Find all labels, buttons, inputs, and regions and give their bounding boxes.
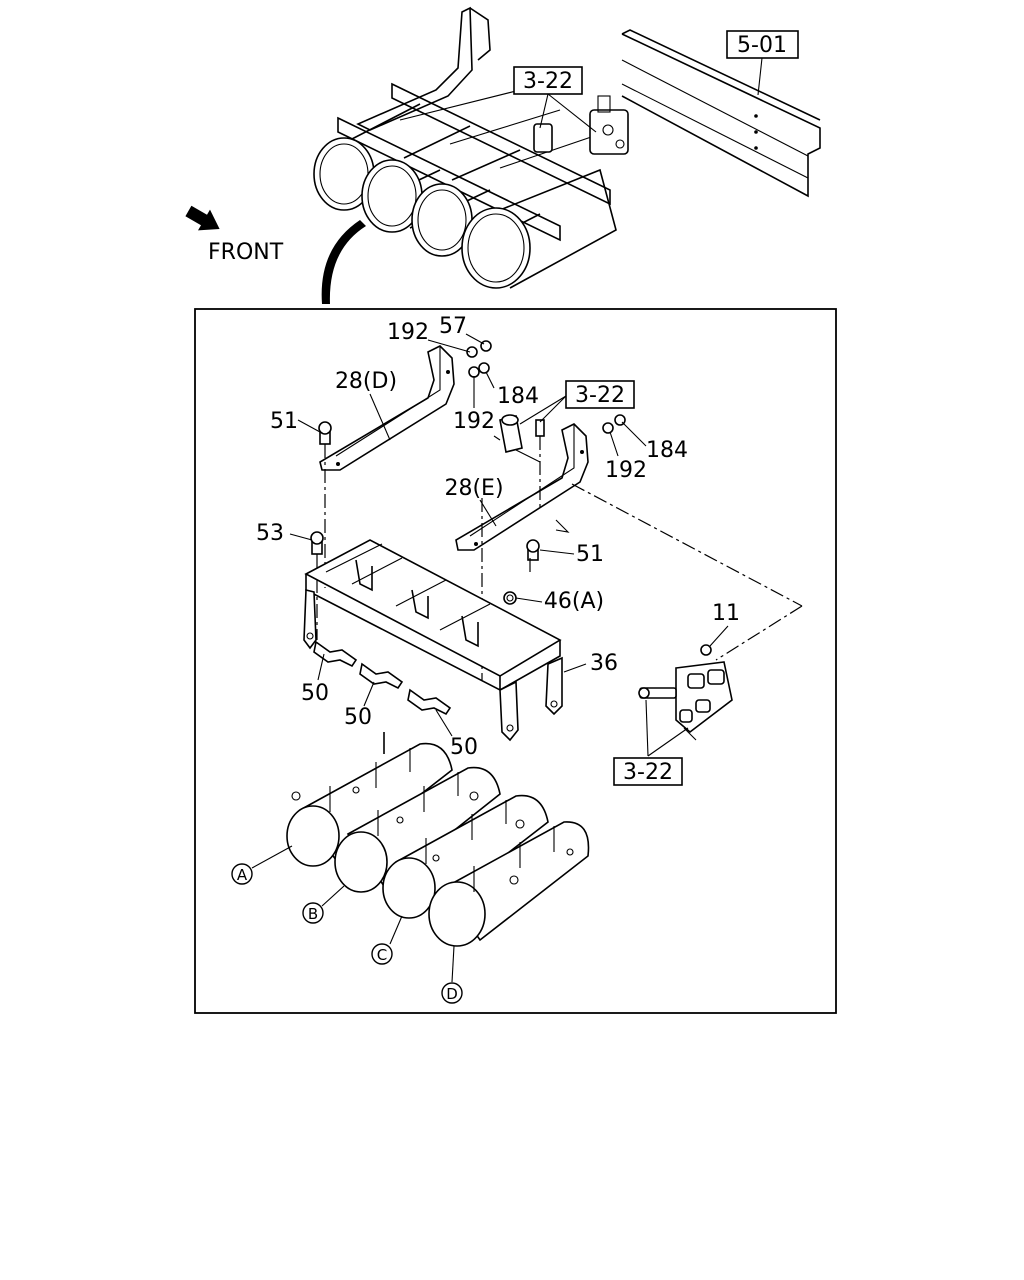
overview-valve: [533, 95, 629, 155]
leader-valve-top-a: [539, 93, 549, 129]
label-51-a[interactable]: 51: [270, 409, 298, 434]
ref-valve-top-label[interactable]: 3-22: [523, 69, 573, 94]
label-192-a[interactable]: 192: [387, 320, 429, 345]
label-36[interactable]: 36: [590, 651, 618, 676]
bracket-28d: [319, 345, 455, 471]
detail-frame: [194, 308, 837, 1014]
tank-a: [286, 732, 453, 867]
valve-lower: [638, 661, 733, 741]
label-3-22-low[interactable]: 3-22: [623, 760, 673, 785]
tank-callout-d[interactable]: D: [441, 982, 463, 1004]
front-arrow-icon: [185, 205, 220, 231]
label-50-c[interactable]: 50: [450, 735, 478, 760]
label-11[interactable]: 11: [712, 601, 740, 626]
tank-label-a[interactable]: A: [237, 866, 248, 884]
valve-mount-upper: [493, 414, 545, 463]
label-53[interactable]: 53: [256, 521, 284, 546]
overview-tanks: [313, 103, 617, 289]
overview-assembly: 5-01: [185, 6, 821, 304]
nut-184-a: [478, 362, 490, 374]
label-50-a[interactable]: 50: [301, 681, 329, 706]
ref-frame-label[interactable]: 5-01: [737, 33, 787, 58]
washer-192-c: [602, 422, 614, 434]
label-192-c[interactable]: 192: [605, 458, 647, 483]
crossframe-36: [303, 539, 563, 742]
fitting-11: [700, 644, 712, 656]
tank-label-b[interactable]: B: [308, 905, 318, 923]
label-184-b[interactable]: 184: [646, 438, 688, 463]
front-label: FRONT: [208, 240, 284, 265]
leader-lines: [251, 333, 729, 983]
label-192-b[interactable]: 192: [453, 409, 495, 434]
label-57[interactable]: 57: [439, 314, 467, 339]
ref-box-valve-top[interactable]: [513, 66, 583, 95]
tank-callout-b[interactable]: B: [302, 902, 324, 924]
ref-box-valve-mid[interactable]: [565, 380, 635, 409]
frame-rail: [621, 29, 821, 198]
nut-46a: [503, 591, 517, 605]
label-50-b[interactable]: 50: [344, 705, 372, 730]
overview-crossmember: [337, 116, 561, 242]
tank-label-c[interactable]: C: [377, 946, 387, 964]
tank-callout-a[interactable]: A: [231, 863, 253, 885]
label-184-a[interactable]: 184: [497, 384, 539, 409]
tank-b: [334, 766, 501, 893]
tank-d: [428, 821, 590, 947]
bolt-57: [480, 340, 492, 352]
leader-frame: [757, 57, 763, 96]
label-3-22-mid[interactable]: 3-22: [575, 383, 625, 408]
washer-192-a: [466, 346, 478, 358]
label-46a[interactable]: 46(A): [544, 589, 604, 614]
bracket-28e: [455, 423, 589, 551]
tank-label-d[interactable]: D: [446, 985, 458, 1003]
tank-c: [382, 794, 549, 919]
washer-192-b: [468, 366, 480, 378]
tank-callout-c[interactable]: C: [371, 943, 393, 965]
label-51-b[interactable]: 51: [576, 542, 604, 567]
detail-pointer-arrow: [321, 220, 366, 304]
leader-valve-top-b: [547, 93, 597, 133]
overview-bracket-left: [356, 6, 473, 131]
label-28d[interactable]: 28(D): [335, 369, 397, 394]
label-28e[interactable]: 28(E): [444, 476, 503, 501]
strap-brackets-50: [313, 640, 452, 716]
air-tanks: [286, 732, 590, 947]
ref-box-frame[interactable]: [726, 30, 799, 59]
ref-box-valve-low[interactable]: [613, 757, 683, 786]
